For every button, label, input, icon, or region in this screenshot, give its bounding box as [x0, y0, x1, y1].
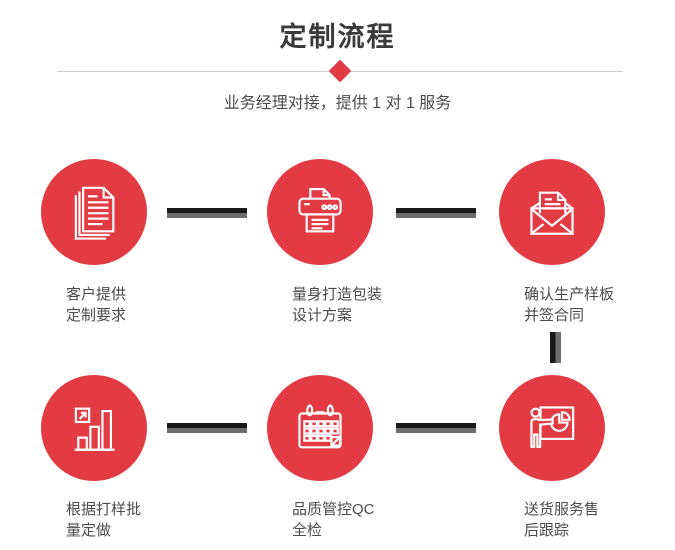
documents-icon [74, 186, 115, 240]
bar-chart-icon [74, 407, 115, 451]
step-label: 品质管控QC 全检 [292, 501, 375, 539]
connector-step1-step2 [167, 208, 247, 218]
connector-step4-step5 [167, 423, 247, 433]
envelope-letter-icon [530, 191, 574, 235]
connector-step2-step3 [396, 208, 476, 218]
step-label: 量身打造包装 设计方案 [292, 286, 383, 324]
step-circle [267, 159, 373, 265]
step-circle [499, 159, 605, 265]
step-label: 根据打样批 量定做 [66, 501, 142, 539]
step-circle [41, 375, 147, 481]
connector-step5-step6 [396, 423, 476, 433]
printer-icon [298, 187, 342, 233]
step-label: 确认生产样板 并签合同 [524, 286, 615, 324]
connector-step3-step6 [550, 332, 561, 363]
step-circle [499, 375, 605, 481]
step-circle [267, 375, 373, 481]
page-title: 定制流程 [279, 22, 396, 52]
presentation-icon [530, 406, 575, 448]
divider-line [57, 59, 623, 83]
step-label: 送货服务售 后跟踪 [524, 501, 600, 539]
step-circle [41, 159, 147, 265]
calendar-icon [298, 404, 342, 449]
diamond-icon [328, 59, 352, 83]
step-label: 客户提供 定制要求 [66, 286, 127, 324]
page-subtitle: 业务经理对接，提供 1 对 1 服务 [223, 95, 452, 112]
